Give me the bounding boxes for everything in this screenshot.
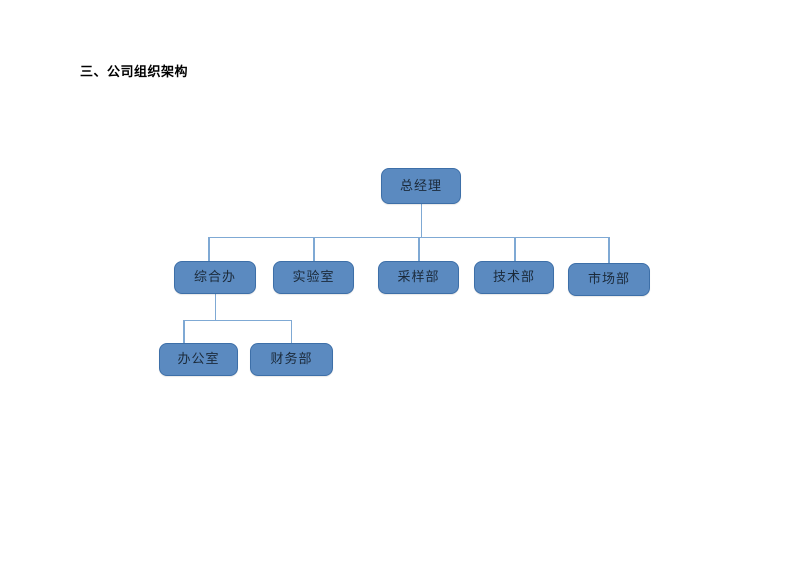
connector-general-trunk [214,294,216,321]
org-node-general-affairs[interactable]: 综合办 [174,261,256,294]
connector-level1-bus [208,236,609,238]
connector-drop-general [208,237,210,262]
connector-drop-finance [290,320,292,344]
org-node-label: 办公室 [177,352,220,367]
org-node-laboratory[interactable]: 实验室 [273,261,354,294]
org-node-general-manager[interactable]: 总经理 [381,168,461,204]
org-node-label: 采样部 [397,270,440,285]
org-node-label: 技术部 [492,270,535,285]
connector-level2-bus [183,319,292,321]
connector-drop-marketing [608,237,610,264]
org-node-label: 综合办 [193,270,236,285]
org-node-office[interactable]: 办公室 [159,343,238,376]
org-node-label: 实验室 [292,270,335,285]
connector-drop-technical [514,237,516,262]
org-node-label: 市场部 [587,272,630,287]
connector-drop-sampling [418,237,420,262]
connector-drop-office [183,320,185,344]
org-node-technical-dept[interactable]: 技术部 [474,261,554,294]
org-node-sampling-dept[interactable]: 采样部 [378,261,459,294]
page-title: 三、公司组织架构 [80,65,189,80]
org-node-finance-dept[interactable]: 财务部 [250,343,333,376]
org-node-marketing-dept[interactable]: 市场部 [568,263,650,296]
connector-gm-trunk [420,204,422,238]
connector-drop-lab [313,237,315,262]
org-node-label: 财务部 [270,352,313,367]
org-node-label: 总经理 [399,178,442,194]
